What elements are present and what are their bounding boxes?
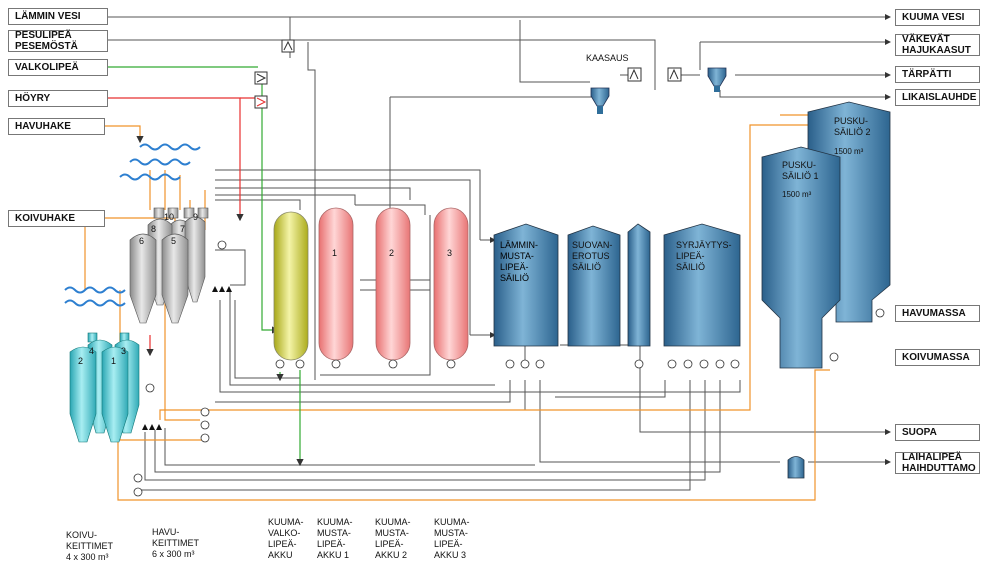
input-valkolipea: VALKOLIPEÄ xyxy=(8,59,108,76)
label-syrjaytyslipea-sailio: SYRJÄYTYS- LIPEÄ- SÄILIÖ xyxy=(676,240,732,272)
storage-tanks xyxy=(493,101,891,479)
label-puskusailio-2: PUSKU- SÄILIÖ 2 xyxy=(834,116,871,137)
output-suopa: SUOPA xyxy=(895,424,980,441)
output-laihalipea-haihduttamo: LAIHALIPEÄ HAIHDUTTAMO xyxy=(895,452,980,474)
input-lammin-vesi: LÄMMIN VESI xyxy=(8,8,108,25)
label-kaasaus: KAASAUS xyxy=(586,53,629,63)
cyclone-separators xyxy=(590,67,727,114)
label-akku-1: 1 xyxy=(332,248,338,258)
digester-label-2: 2 xyxy=(78,356,84,366)
digester-label-1: 1 xyxy=(111,356,117,366)
label-akku-2: 2 xyxy=(389,248,395,258)
label-puskusailio-1-volume: 1500 m³ xyxy=(782,190,812,199)
caption-kuuma-mustalipea-akku-2: KUUMA- MUSTA- LIPEÄ- AKKU 2 xyxy=(375,517,411,560)
caption-kuuma-valkolipea-akku: KUUMA- VALKO- LIPEÄ- AKKU xyxy=(268,517,304,560)
digester-label-5: 5 xyxy=(171,236,177,246)
digester-label-3: 3 xyxy=(121,346,127,356)
label-suovanerotus-sailio: SUOVAN- EROTUS SÄILIÖ xyxy=(572,240,613,272)
pumps xyxy=(133,240,885,497)
accumulators xyxy=(273,207,469,361)
pipe-network xyxy=(108,14,891,491)
digester-label-8: 8 xyxy=(151,224,157,234)
output-vakevat-hajukaasut: VÄKEVÄT HAJUKAASUT xyxy=(895,34,980,56)
screw-conveyors xyxy=(64,143,201,307)
output-likaislauhde: LIKAISLAUHDE xyxy=(895,89,980,106)
input-pesulipea: PESULIPEÄ PESEMÖSTÄ xyxy=(8,30,108,52)
hardwood-digesters xyxy=(69,332,140,443)
output-kuuma-vesi: KUUMA VESI xyxy=(895,9,980,26)
manifold-arrows xyxy=(142,286,232,430)
digester-label-7: 7 xyxy=(180,224,186,234)
digester-label-9: 9 xyxy=(193,212,199,222)
digester-label-4: 4 xyxy=(89,346,95,356)
caption-kuuma-mustalipea-akku-1: KUUMA- MUSTA- LIPEÄ- AKKU 1 xyxy=(317,517,353,560)
input-havuhake: HAVUHAKE xyxy=(8,118,105,135)
label-akku-3: 3 xyxy=(447,248,453,258)
heat-exchangers xyxy=(254,39,682,109)
label-puskusailio-1: PUSKU- SÄILIÖ 1 xyxy=(782,160,819,181)
output-havumassa: HAVUMASSA xyxy=(895,305,980,322)
caption-koivukeittimet: KOIVU- KEITTIMET 4 x 300 m³ xyxy=(66,530,113,562)
input-koivuhake: KOIVUHAKE xyxy=(8,210,105,227)
output-tarpatti: TÄRPÄTTI xyxy=(895,66,980,83)
softwood-digesters xyxy=(129,207,209,324)
input-hoyry: HÖYRY xyxy=(8,90,108,107)
caption-kuuma-mustalipea-akku-3: KUUMA- MUSTA- LIPEÄ- AKKU 3 xyxy=(434,517,470,560)
label-lammin-musta-lipea-sailio: LÄMMIN- MUSTA- LIPEÄ- SÄILIÖ xyxy=(500,240,538,283)
label-puskusailio-2-volume: 1500 m³ xyxy=(834,147,864,156)
caption-havukeittimet: HAVU- KEITTIMET 6 x 300 m³ xyxy=(152,527,199,559)
output-koivumassa: KOIVUMASSA xyxy=(895,349,980,366)
digester-label-6: 6 xyxy=(139,236,145,246)
white-liquor-line xyxy=(108,66,304,467)
digester-label-10: 10 xyxy=(164,212,175,222)
